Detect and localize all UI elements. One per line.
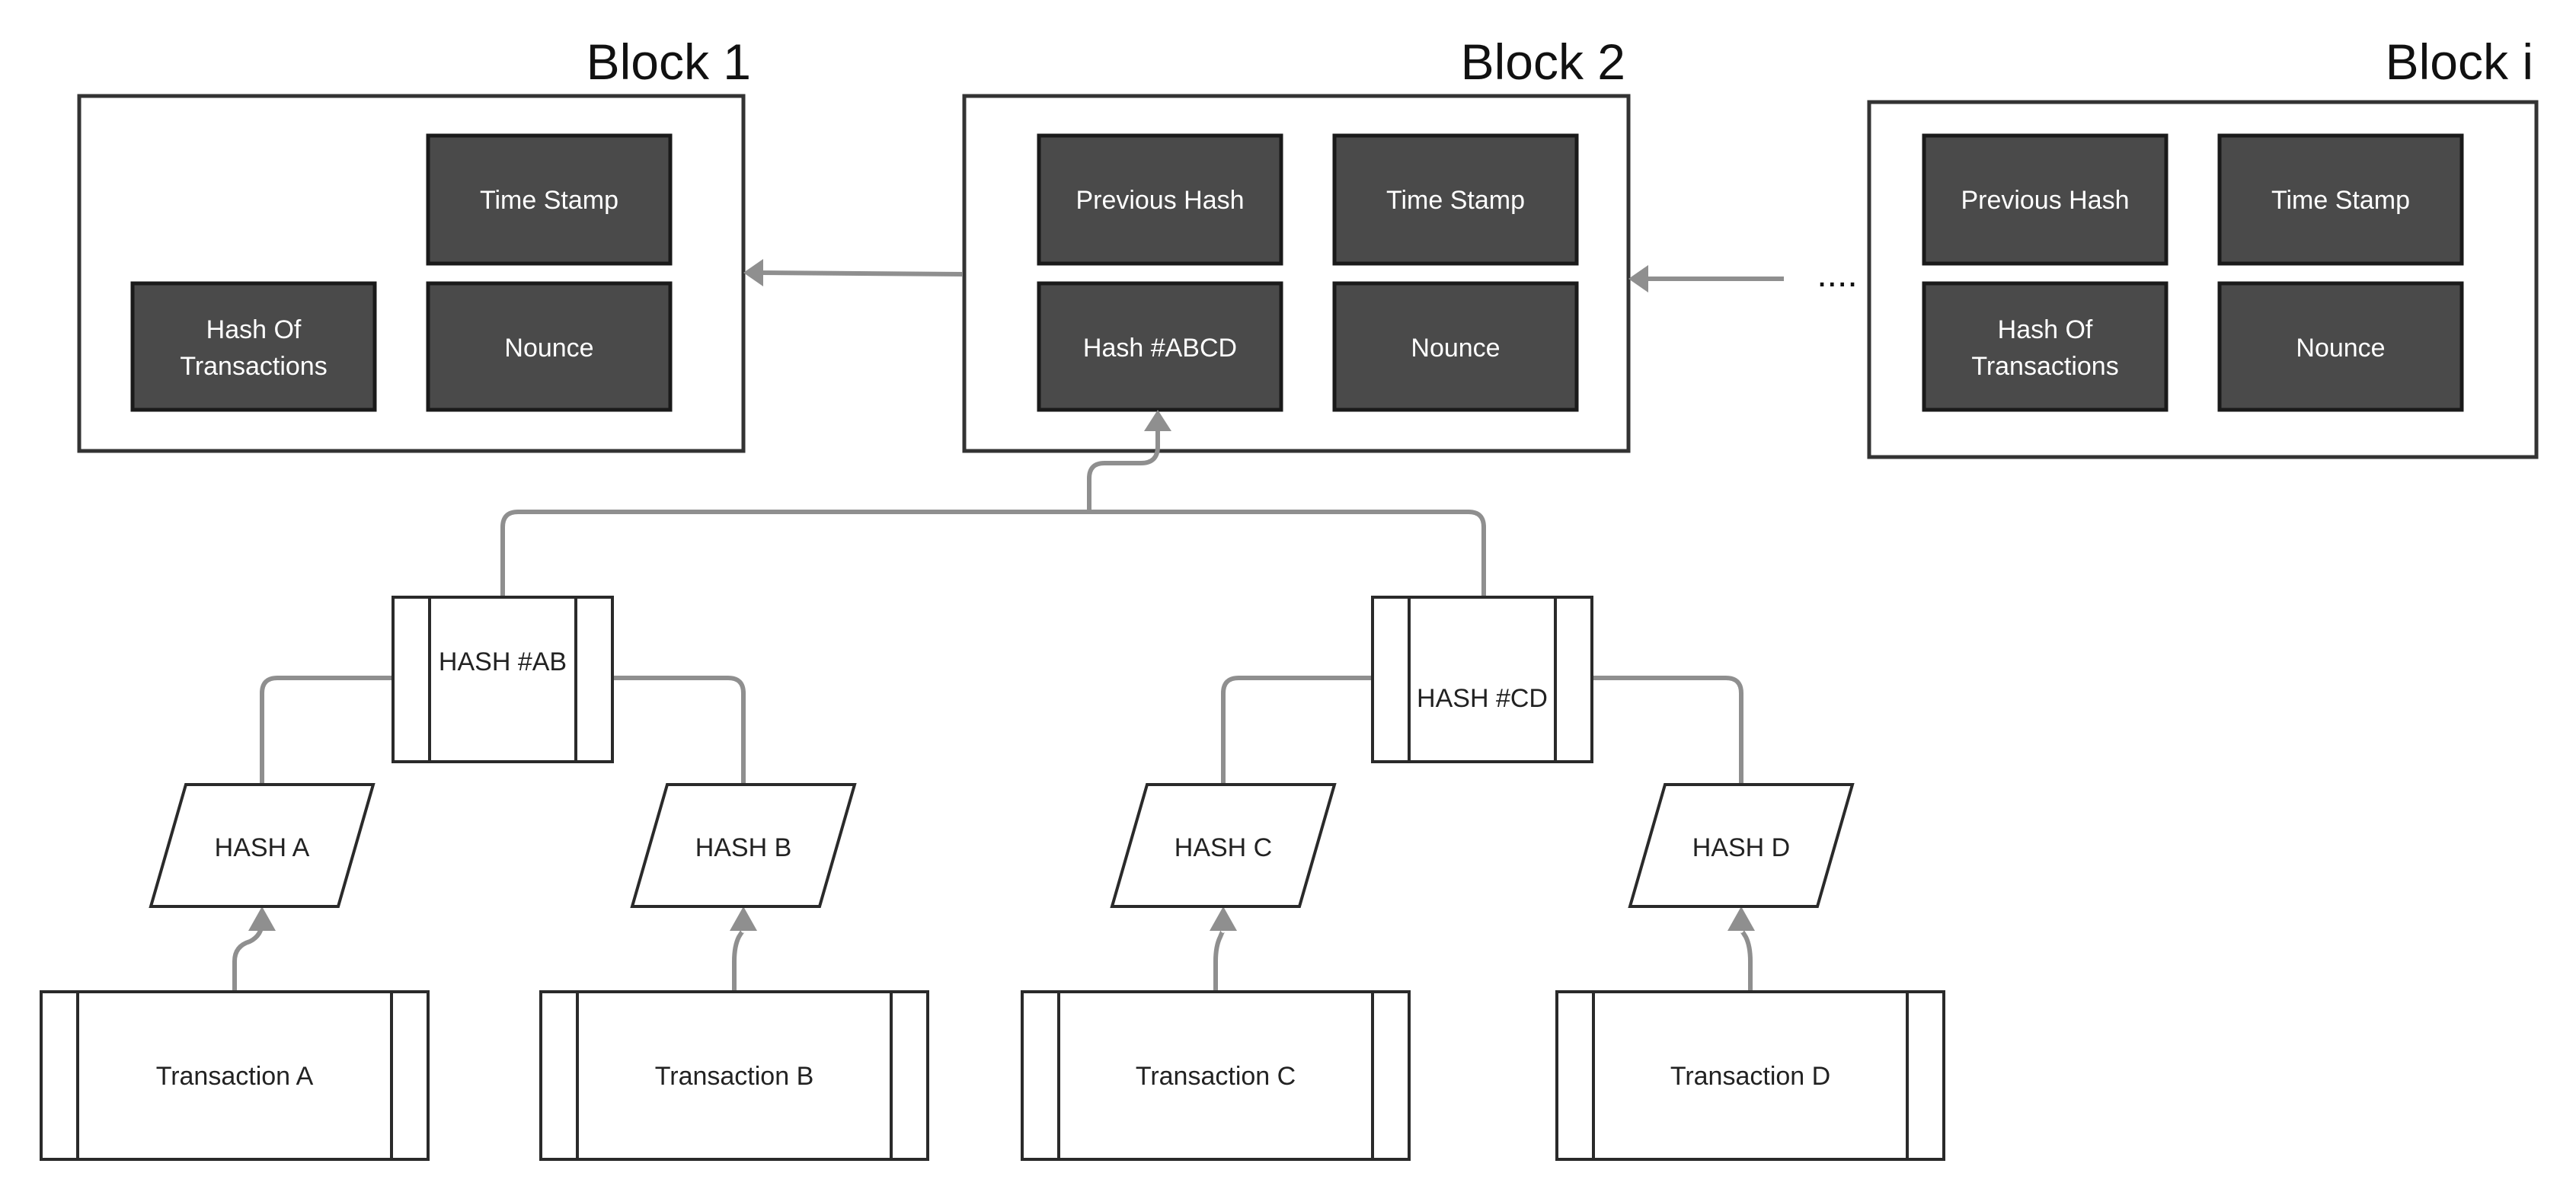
hash-d-node: HASH D [1628,783,1855,908]
level1-connector [500,510,1486,597]
chain-arrow-line [758,270,964,277]
block-i-title: Block i [2386,34,2533,90]
block-2-hash-box [1037,281,1283,412]
hash-c-label: HASH C [1175,833,1272,862]
transaction-d-label: Transaction D [1670,1062,1830,1091]
hash-ab-node: HASH #AB [392,596,614,763]
transaction-a-box [40,990,430,1161]
ab-to-b-connector [612,676,746,785]
block-i-time-stamp: Time Stamp [2217,133,2464,266]
hash-b-node: HASH B [630,783,857,908]
block-1-hash-of-transactions-line1: Hash Of [206,315,302,344]
block-1-time-stamp-label: Time Stamp [480,186,618,215]
block-1-hash-of-transactions-line2: Transactions [180,352,327,381]
chain-arrow-block2-to-block1 [743,259,964,286]
cd-to-d-connector [1592,676,1743,785]
block-i-hash-of-transactions-line1: Hash Of [1998,315,2093,344]
block-2-previous-hash-label: Previous Hash [1075,186,1244,215]
block-1-nounce: Nounce [426,281,673,412]
hash-b-label: HASH B [695,833,792,862]
block-1-time-stamp-box [426,133,673,266]
block-i-nounce-box [2217,281,2464,412]
hash-a-label: HASH A [215,833,310,862]
transaction-c-box [1021,990,1411,1161]
block-i-previous-hash: Previous Hash [1922,133,2169,266]
block-1: Block 1 Time Stamp Hash Of Transactions … [77,34,751,453]
block-1-hash-of-transactions-box [130,281,377,412]
block-1-nounce-box [426,281,673,412]
transaction-c-label: Transaction C [1136,1062,1296,1091]
hash-cd-node: HASH #CD [1371,596,1593,763]
hash-d-label: HASH D [1692,833,1790,862]
transaction-c-node: Transaction C [1021,990,1411,1161]
hash-c-shape [1110,783,1337,908]
txd-to-hashd-connector [1739,928,1753,992]
block-i-nounce-label: Nounce [2296,334,2385,363]
root-arrowhead [1144,410,1171,431]
block-2-title: Block 2 [1461,34,1625,90]
block-i-hash-of-transactions-box [1922,281,2169,412]
ab-to-a-connector [260,676,393,785]
hash-ab-label: HASH #AB [439,647,567,676]
transaction-b-box [539,990,929,1161]
txa-arrowhead [248,906,276,931]
txc-to-hashc-connector [1213,928,1226,992]
hash-d-shape [1628,783,1855,908]
block-i-previous-hash-label: Previous Hash [1961,186,2129,215]
block-i-nounce: Nounce [2217,281,2464,412]
block-1-time-stamp: Time Stamp [426,133,673,266]
block-2-previous-hash-box [1037,133,1283,266]
transaction-b-label: Transaction B [655,1062,814,1091]
hash-cd-label: HASH #CD [1417,684,1548,713]
transaction-a-label: Transaction A [156,1062,314,1091]
hash-ab-box [392,596,614,763]
block-2-nounce: Nounce [1332,281,1579,412]
block-2-nounce-box [1332,281,1579,412]
block-i-time-stamp-label: Time Stamp [2271,186,2410,215]
hash-b-shape [630,783,857,908]
txc-arrowhead [1210,906,1237,931]
transaction-a-node: Transaction A [40,990,430,1161]
transaction-d-box [1555,990,1945,1161]
block-i-previous-hash-box [1922,133,2169,266]
txa-to-hasha-connector [232,921,264,992]
block-2-time-stamp-box [1332,133,1579,266]
hash-a-shape [149,783,376,908]
block-2-hash-label: Hash #ABCD [1083,334,1237,363]
chain-arrowhead [743,259,763,286]
block-2-time-stamp: Time Stamp [1332,133,1579,266]
block-2: Block 2 Previous Hash Time Stamp Hash #A… [962,34,1631,453]
ellipsis-more-blocks: .... [1817,254,1857,295]
block-2-hash: Hash #ABCD [1037,281,1283,412]
chain-arrow-blocki-to-block2 [1628,265,1784,293]
block-i-time-stamp-box [2217,133,2464,266]
hash-cd-box [1371,596,1593,763]
block-1-title: Block 1 [586,34,751,90]
chain-arrowhead [1628,265,1648,293]
block-1-hash-of-transactions: Hash Of Transactions [130,281,377,412]
transaction-d-node: Transaction D [1555,990,1945,1161]
block-2-time-stamp-label: Time Stamp [1386,186,1525,215]
block-2-previous-hash: Previous Hash [1037,133,1283,266]
merkle-connectors [232,410,1755,992]
cd-to-c-connector [1221,676,1373,785]
block-2-nounce-label: Nounce [1411,334,1500,363]
txd-arrowhead [1727,906,1755,931]
transaction-b-node: Transaction B [539,990,929,1161]
txb-arrowhead [730,906,757,931]
block-1-nounce-label: Nounce [504,334,593,363]
hash-a-node: HASH A [149,783,376,908]
block-i-hash-of-transactions-line2: Transactions [1971,352,2118,381]
root-connector [1087,431,1160,513]
hash-c-node: HASH C [1110,783,1337,908]
txb-to-hashb-connector [732,928,746,992]
block-i-hash-of-transactions: Hash Of Transactions [1922,281,2169,412]
block-i: Block i Previous Hash Time Stamp Hash Of… [1867,34,2539,459]
